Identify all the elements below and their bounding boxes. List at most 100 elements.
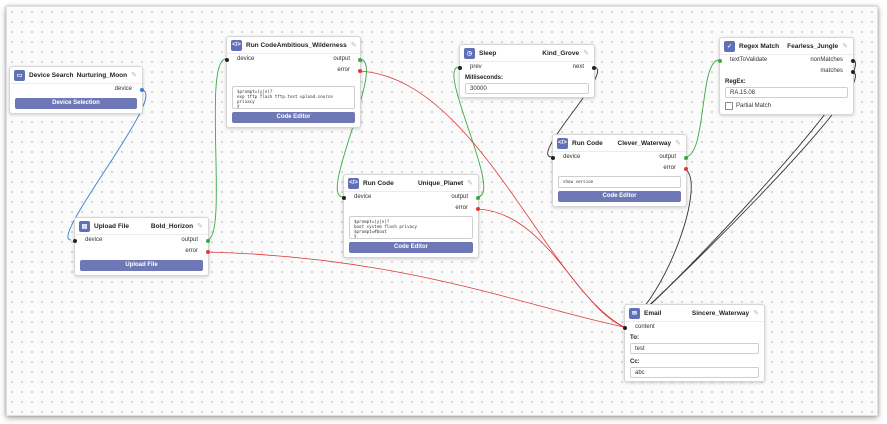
port-dot[interactable] (140, 87, 144, 92)
output-port-output[interactable]: output (344, 192, 480, 203)
node-header[interactable]: </> Run Code Unique_Planet ✎ (344, 175, 478, 192)
port-dot[interactable] (206, 238, 210, 243)
wire-sleep-next-to-run-code-3[interactable] (547, 66, 599, 158)
node-run-code-clever-waterway[interactable]: </> Run Code Clever_Waterway ✎ device ou… (551, 134, 688, 207)
input-port-device[interactable]: device (342, 192, 478, 203)
port-label: output (451, 194, 468, 200)
output-port-output[interactable]: output (227, 54, 362, 65)
node-header[interactable]: ✓ Regex Match Fearless_Jungle ✎ (720, 38, 853, 55)
output-port-matches[interactable]: matches (720, 66, 855, 77)
output-port-output[interactable]: output (553, 152, 688, 163)
wire-upload-error-to-email[interactable] (206, 251, 625, 328)
code-preview[interactable]: $prompt=(y|n)? boot system flash privacy… (349, 216, 473, 239)
node-run-code-unique-planet[interactable]: </> Run Code Unique_Planet ✎ device outp… (342, 174, 480, 258)
code-editor-button[interactable]: Code Editor (349, 242, 473, 253)
node-name: Unique_Planet (417, 179, 464, 187)
wire-run-code-2-output-to-sleep[interactable] (453, 66, 485, 198)
node-regex-match-fearless-jungle[interactable]: ✓ Regex Match Fearless_Jungle ✎ textToVa… (718, 37, 855, 115)
device-selection-button[interactable]: Device Selection (15, 98, 137, 109)
output-port-output[interactable]: output (75, 235, 210, 246)
port-dot[interactable] (851, 69, 855, 74)
port-dot[interactable] (458, 65, 462, 70)
node-header[interactable]: ▭ Device Search Nurturing_Moon ✎ (10, 67, 142, 84)
port-dot[interactable] (851, 58, 855, 63)
code-brackets-icon: </> (557, 137, 568, 149)
input-port-device[interactable]: device (551, 152, 686, 163)
port-dot[interactable] (623, 325, 627, 330)
output-port-nonmatches[interactable]: nonMatches (720, 55, 855, 66)
port-dot[interactable] (476, 206, 480, 211)
output-port-error[interactable]: error (344, 203, 480, 214)
port-dot[interactable] (718, 58, 722, 63)
port-label: output (659, 154, 676, 160)
output-port-error[interactable]: error (227, 65, 362, 76)
port-dot[interactable] (476, 195, 480, 200)
pencil-icon[interactable]: ✎ (583, 50, 589, 57)
input-port-prev[interactable]: prev (458, 62, 594, 73)
node-header[interactable]: </> Run Code Ambitious_Wilderness ✎ (227, 37, 360, 54)
input-port-device[interactable]: device (225, 54, 360, 65)
wire-device-search-to-upload-file[interactable] (67, 89, 147, 241)
code-editor-button[interactable]: Code Editor (558, 191, 681, 202)
code-preview[interactable]: show version (558, 176, 681, 188)
port-label: prev (470, 64, 482, 70)
node-header[interactable]: ✉ Email Sincere_Waterway ✎ (625, 305, 764, 322)
pencil-icon[interactable]: ✎ (675, 140, 681, 147)
port-dot[interactable] (73, 238, 77, 243)
node-device-search[interactable]: ▭ Device Search Nurturing_Moon ✎ device … (9, 66, 144, 114)
pencil-icon[interactable]: ✎ (467, 180, 473, 187)
wire-run-code-3-output-to-regex[interactable] (684, 59, 720, 158)
node-name: Kind_Grove (542, 49, 580, 57)
input-port-text-to-validate[interactable]: textToValidate (718, 55, 853, 66)
node-run-code-ambitious-wilderness[interactable]: </> Run Code Ambitious_Wilderness ✎ devi… (225, 36, 362, 128)
regex-input[interactable]: RA.15.08 (725, 87, 848, 98)
port-dot[interactable] (206, 249, 210, 254)
cc-input[interactable]: abc (630, 367, 759, 378)
pencil-icon[interactable]: ✎ (350, 42, 357, 49)
output-port-next[interactable]: next (460, 62, 596, 73)
milliseconds-label: Milliseconds: (465, 75, 504, 81)
node-header[interactable]: ◷ Sleep Kind_Grove ✎ (460, 45, 594, 62)
milliseconds-input[interactable]: 30000 (465, 83, 589, 94)
node-sleep-kind-grove[interactable]: ◷ Sleep Kind_Grove ✎ prev next Milliseco… (458, 44, 596, 98)
port-dot[interactable] (684, 166, 688, 171)
output-port-error[interactable]: error (75, 246, 210, 257)
port-label: nonMatches (810, 57, 843, 63)
pencil-icon[interactable]: ✎ (753, 310, 759, 317)
port-dot[interactable] (592, 65, 596, 70)
checkbox-box[interactable] (725, 102, 733, 110)
node-header[interactable]: ▤ Upload File Bold_Horizon ✎ (75, 218, 208, 235)
port-dot[interactable] (225, 57, 229, 62)
port-dot[interactable] (684, 155, 688, 160)
node-email-sincere-waterway[interactable]: ✉ Email Sincere_Waterway ✎ content To: t… (623, 304, 765, 382)
upload-file-button[interactable]: Upload File (80, 260, 203, 271)
node-type: Upload File (94, 222, 130, 230)
port-dot[interactable] (358, 57, 362, 62)
flow-canvas[interactable]: ▭ Device Search Nurturing_Moon ✎ device … (6, 6, 878, 416)
pencil-icon[interactable]: ✎ (842, 43, 848, 50)
check-circle-icon: ✓ (724, 40, 735, 52)
pencil-icon[interactable]: ✎ (197, 223, 203, 230)
pencil-icon[interactable]: ✎ (131, 72, 137, 79)
wire-run-code-2-error-to-email[interactable] (476, 208, 625, 328)
code-preview[interactable]: $prompt=(y|n)? exp tftp flash tftp.test … (232, 86, 355, 109)
to-input[interactable]: test (630, 343, 759, 354)
node-header[interactable]: </> Run Code Clever_Waterway ✎ (553, 135, 686, 152)
port-dot[interactable] (551, 155, 555, 160)
node-upload-file-bold-horizon[interactable]: ▤ Upload File Bold_Horizon ✎ device outp… (73, 217, 210, 276)
port-label: content (635, 324, 655, 330)
wire-upload-output-to-run-code-1[interactable] (206, 58, 227, 241)
output-port-device[interactable]: device (10, 84, 144, 95)
port-dot[interactable] (342, 195, 346, 200)
port-label: device (85, 237, 103, 243)
wire-run-code-1-output-to-run-code-2[interactable] (336, 58, 367, 198)
partial-match-checkbox[interactable]: Partial Match (720, 101, 853, 114)
input-port-device[interactable]: device (73, 235, 208, 246)
port-dot[interactable] (358, 68, 362, 73)
node-name: Clever_Waterway (617, 139, 672, 147)
port-label: textToValidate (730, 57, 768, 63)
output-port-error[interactable]: error (553, 163, 688, 174)
input-port-content[interactable]: content (623, 322, 764, 333)
port-label: output (181, 237, 198, 243)
code-editor-button[interactable]: Code Editor (232, 112, 355, 123)
